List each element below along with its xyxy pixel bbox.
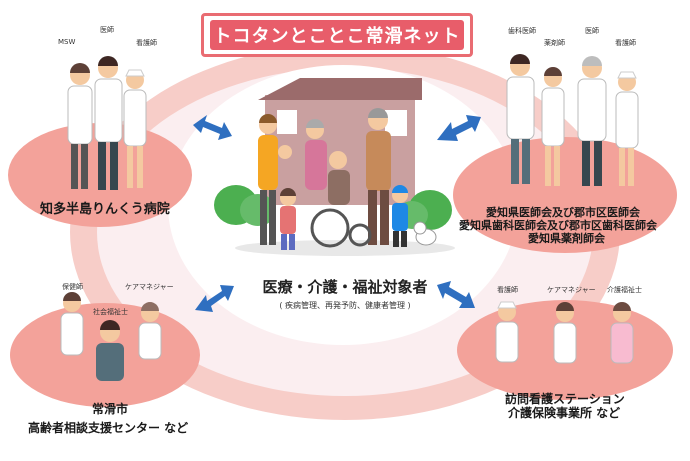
hospital-staff-illustration <box>67 56 147 190</box>
arrow-hospital <box>193 115 232 140</box>
role-care-manager: ケアマネジャー <box>125 283 174 291</box>
city-line-1: 常滑市 <box>92 402 129 416</box>
role-nurse-assoc: 看護師 <box>615 39 636 47</box>
role-dentist: 歯科医師 <box>508 27 536 35</box>
role-nurse: 看護師 <box>136 39 157 47</box>
city-staff-illustration <box>60 292 162 381</box>
arrow-associations <box>437 115 481 141</box>
station-staff-illustration <box>495 301 634 364</box>
center-subtitle: ( 疾病管理、再発予防、健康者管理 ) <box>279 301 411 310</box>
role-public-health-nurse: 保健師 <box>62 283 83 291</box>
hospital-label: 知多半島りんくう病院 <box>40 202 170 217</box>
arrow-city <box>195 285 234 312</box>
arrow-station <box>437 281 475 308</box>
center-title: 医療・介護・福祉対象者 <box>262 278 428 296</box>
title-banner: トコタンとことこ常滑ネット <box>201 13 473 57</box>
network-title: トコタンとことこ常滑ネット <box>210 20 464 50</box>
role-nurse-station: 看護師 <box>497 286 518 294</box>
association-line-2: 愛知県歯科医師会及び郡市区歯科医師会 <box>459 219 657 232</box>
role-care-manager-station: ケアマネジャー <box>547 286 596 294</box>
association-line-1: 愛知県医師会及び郡市区医師会 <box>486 206 640 219</box>
role-pharmacist: 薬剤師 <box>544 39 565 47</box>
role-msw: MSW <box>58 38 76 46</box>
station-line-1: 訪問看護ステーション <box>505 392 625 406</box>
station-line-2: 介護保険事業所 など <box>508 406 621 420</box>
role-doctor: 医師 <box>100 26 114 34</box>
city-line-2: 高齢者相談支援センター など <box>28 421 189 435</box>
association-line-3: 愛知県薬剤師会 <box>528 232 605 245</box>
role-social-worker: 社会福祉士 <box>93 308 128 316</box>
role-care-worker: 介護福祉士 <box>607 286 642 294</box>
role-doctor-assoc: 医師 <box>585 27 599 35</box>
association-staff-illustration <box>506 54 639 186</box>
family-illustration <box>214 78 455 256</box>
